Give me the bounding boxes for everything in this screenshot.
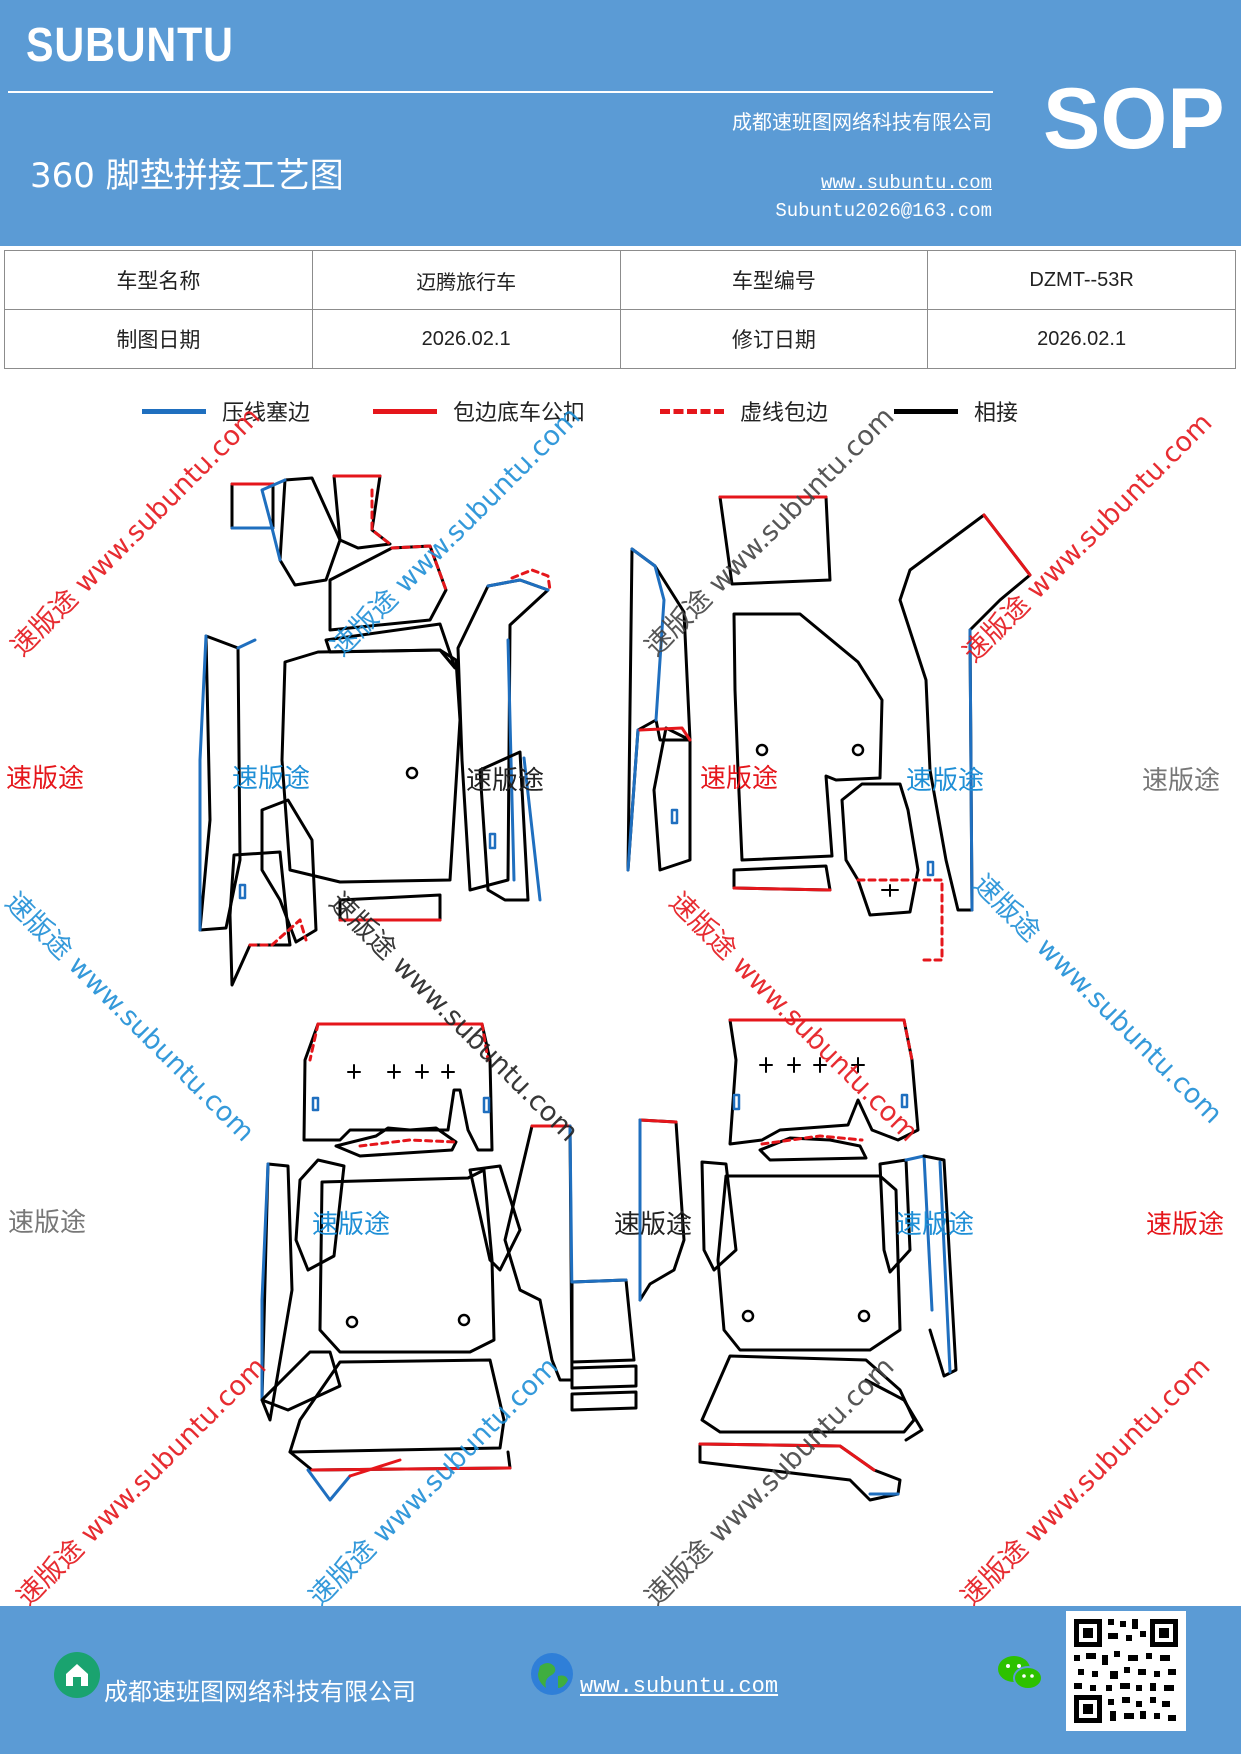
legend-item: 相接 [894, 395, 1018, 427]
legend-swatch-red-dashed [660, 408, 724, 414]
watermark-brand: 速版途 [700, 764, 779, 794]
mat-group-center [570, 1278, 638, 1412]
table-row: 制图日期 2026.02.1 修订日期 2026.02.1 [4, 309, 1236, 369]
company-icon [54, 1652, 100, 1698]
table-cell: 车型编号 [619, 250, 929, 310]
watermark-brand: 速版途 [466, 766, 545, 796]
watermark-brand: 速版途 [906, 766, 985, 796]
watermark-brand: 速版途 [312, 1210, 391, 1240]
legend-swatch-red [373, 408, 437, 414]
header-banner: SUBUNTU 成都速班图网络科技有限公司 360 脚垫拼接工艺图 www.su… [0, 0, 1241, 246]
mat-group-top-right [626, 495, 1032, 962]
brand-logo: SUBUNTU [26, 19, 234, 72]
wechat-icon[interactable] [996, 1652, 1044, 1694]
table-cell: DZMT--53R [927, 250, 1236, 310]
table-cell: 2026.02.1 [311, 309, 621, 369]
footer-company: 成都速班图网络科技有限公司 [104, 1678, 416, 1706]
qr-code [1066, 1611, 1186, 1731]
legend-label: 压线塞边 [222, 401, 311, 426]
watermark-brand: 速版途 [614, 1210, 693, 1240]
legend-item: 虚线包边 [660, 395, 828, 427]
footer-website-link[interactable]: www.subuntu.com [580, 1674, 779, 1699]
sop-label: SOP [1043, 71, 1225, 167]
watermark-brand: 速版途 [8, 1208, 87, 1238]
header-email[interactable]: Subuntu2026@163.com [775, 200, 992, 222]
legend-label: 相接 [974, 401, 1019, 426]
watermark-brand: 速版途 [1146, 1210, 1225, 1240]
table-cell: 车型名称 [4, 250, 313, 310]
watermark-brand: 速版途 [232, 764, 311, 794]
legend-swatch-blue [142, 408, 206, 414]
info-table: 车型名称 迈腾旅行车 车型编号 DZMT--53R 制图日期 2026.02.1… [4, 250, 1236, 369]
legend-swatch-black [894, 408, 958, 414]
header-website-link[interactable]: www.subuntu.com [820, 172, 992, 194]
mat-group-top-left [198, 474, 552, 987]
table-cell: 迈腾旅行车 [311, 250, 621, 310]
watermark-brand: 速版途 [1142, 766, 1221, 796]
globe-icon [531, 1653, 573, 1695]
legend-item: 包边底车公扣 [373, 395, 585, 427]
mat-group-bottom-right [638, 1018, 958, 1502]
header-divider [8, 91, 993, 93]
floor-mat-diagram [198, 474, 1032, 1502]
header-company: 成都速班图网络科技有限公司 [732, 110, 992, 134]
mat-group-bottom-left [260, 1022, 574, 1502]
watermark-brand: 速版途 [896, 1210, 975, 1240]
table-row: 车型名称 迈腾旅行车 车型编号 DZMT--53R [4, 250, 1236, 310]
legend-item: 压线塞边 [142, 395, 310, 427]
legend-label: 包边底车公扣 [453, 401, 586, 426]
qr-code-pattern [1074, 1619, 1178, 1723]
legend-label: 虚线包边 [740, 401, 829, 426]
watermark-brand: 速版途 [6, 764, 85, 794]
legend: 压线塞边 包边底车公扣 虚线包边 相接 [0, 395, 1241, 431]
table-cell: 2026.02.1 [927, 309, 1236, 369]
page-title: 360 脚垫拼接工艺图 [30, 156, 344, 196]
table-cell: 制图日期 [4, 309, 313, 369]
